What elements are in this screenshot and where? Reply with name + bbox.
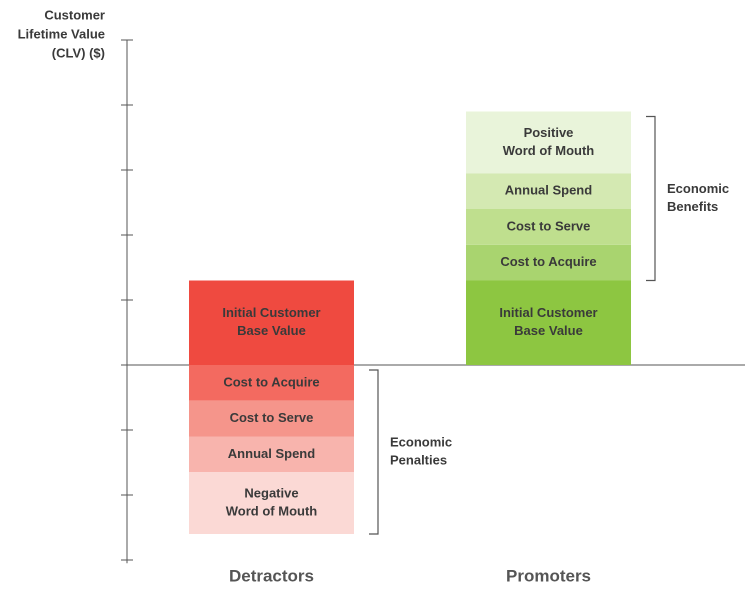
category-label-promoters: Promoters xyxy=(506,566,591,585)
segment-label: Annual Spend xyxy=(505,183,592,198)
bar-segment-detractors-4 xyxy=(189,472,354,534)
bar-segment-detractors-2 xyxy=(189,400,354,437)
bar-segment-detractors-3 xyxy=(189,436,354,473)
bar-segment-detractors-1 xyxy=(189,365,354,401)
segment-label: Cost to Serve xyxy=(507,218,591,233)
bracket-promoters xyxy=(646,115,656,282)
bracket-detractors xyxy=(369,369,379,535)
segment-label: Cost to Serve xyxy=(230,410,314,425)
bar-segment-promoters-3 xyxy=(466,173,631,209)
bar-segment-promoters-1 xyxy=(466,244,631,281)
segment-label: Cost to Acquire xyxy=(223,374,319,389)
segment-label: Annual Spend xyxy=(228,446,315,461)
category-label-detractors: Detractors xyxy=(229,566,314,585)
segment-label: Cost to Acquire xyxy=(500,254,596,269)
bar-segment-promoters-2 xyxy=(466,209,631,245)
bar-segment-detractors-0 xyxy=(189,280,354,365)
bar-segment-promoters-4 xyxy=(466,111,631,174)
bar-segment-promoters-0 xyxy=(466,280,631,365)
